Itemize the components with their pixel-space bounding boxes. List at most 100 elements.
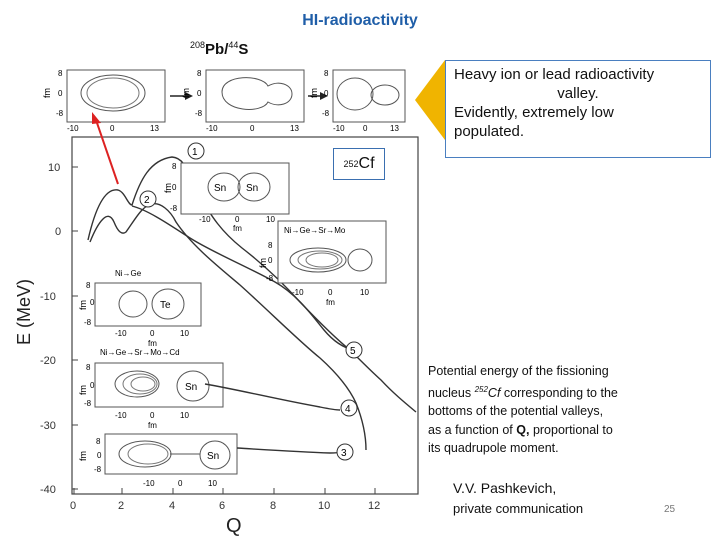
page-number: 25 xyxy=(664,504,676,515)
inset-te-x0: 0 xyxy=(150,329,155,338)
s-element: S xyxy=(238,41,249,58)
inset-ni-mo-y-8: -8 xyxy=(266,274,274,283)
caption-cf: Cf xyxy=(487,385,501,400)
curve-5 xyxy=(131,205,355,351)
curve-label-4-text: 4 xyxy=(345,404,351,415)
top-inset-2-y0: 0 xyxy=(197,89,202,98)
inset-ni-mo-x-10: -10 xyxy=(292,288,304,297)
inset-ni-mo-x0: 0 xyxy=(328,288,333,297)
inset-sn-2-x-10: -10 xyxy=(143,479,155,488)
inset-sn-sn-y-8: -8 xyxy=(170,204,178,213)
top-arrow-1 xyxy=(170,92,193,100)
x-tick-8: 8 xyxy=(270,500,276,512)
caption-line-2d: corresponding to the xyxy=(500,385,618,400)
curve-4 xyxy=(204,383,341,411)
top-inset-3-y8: 8 xyxy=(324,69,329,78)
red-arrow xyxy=(92,112,119,185)
caption-line-5: its quadrupole moment. xyxy=(428,441,559,456)
callout-line-3: Evidently, extremely low xyxy=(454,104,614,121)
callout-box: Heavy ion or lead radioactivity valley. … xyxy=(445,60,711,158)
inset-sn-1-y8: 8 xyxy=(86,363,91,372)
x-axis-label: Q xyxy=(226,515,242,537)
inset-sn-1-element: Sn xyxy=(185,382,197,393)
caption-line-4a: as a function of xyxy=(428,422,517,437)
inset-sn-1-text: Ni→Ge→Sr→Mo→Cd xyxy=(100,348,180,357)
callout-pointer-arrow xyxy=(415,60,445,140)
top-inset-3-x-10: -10 xyxy=(333,124,345,133)
inset-sn-sn-label-2: Sn xyxy=(246,183,258,194)
y-axis-label: E (MeV) xyxy=(14,279,34,345)
inset-sn-2-y8: 8 xyxy=(96,437,101,446)
curve-label-3: 3 xyxy=(336,443,354,461)
inset-sn-1-y0: 0 xyxy=(90,381,95,390)
inset-sn-2: Sn fm 8 0 -8 -10 0 10 xyxy=(78,433,238,488)
inset-sn-sn-y8: 8 xyxy=(172,162,177,171)
top-inset-3-fm: fm xyxy=(309,88,319,98)
caption-q: Q, xyxy=(516,422,530,437)
caption-line-4c: proportional to xyxy=(529,422,613,437)
curve-label-2-text: 2 xyxy=(144,195,150,206)
y-tick-10: 10 xyxy=(48,162,60,174)
top-inset-2-y-8: -8 xyxy=(195,109,203,118)
top-inset-1-x0: 0 xyxy=(110,124,115,133)
inset-sn-sn-fm: fm xyxy=(163,183,173,193)
inset-sn-2-y0: 0 xyxy=(97,451,102,460)
inset-te-text: Ni→Ge xyxy=(115,269,142,278)
y-tick-minus30: -30 xyxy=(40,420,56,432)
curve-label-5: 5 xyxy=(345,341,363,359)
top-inset-3: fm 8 0 -8 -10 0 13 xyxy=(309,69,406,133)
inset-sn-sn-x10: 10 xyxy=(266,215,275,224)
figure-caption: Potential energy of the fissioning nucle… xyxy=(428,362,698,458)
pb-s-label: 208Pb/44S xyxy=(190,40,248,58)
cf-mass: 252 xyxy=(343,159,359,169)
inset-te-xfm: fm xyxy=(148,339,157,348)
inset-sn-1-fm: fm xyxy=(78,385,88,395)
callout-line-2: valley. xyxy=(557,85,599,102)
inset-sn-sn-x0: 0 xyxy=(235,215,240,224)
pb-element: Pb/ xyxy=(205,41,229,58)
top-inset-3-x13: 13 xyxy=(390,124,399,133)
inset-sn-sn-x-10: -10 xyxy=(199,215,211,224)
top-inset-3-x0: 0 xyxy=(363,124,368,133)
axis-ticks xyxy=(72,166,376,494)
curve-label-2: 2 xyxy=(139,190,157,208)
top-inset-1-y0: 0 xyxy=(58,89,63,98)
curve-1 xyxy=(87,156,417,413)
top-inset-1: fm 8 0 -8 -10 0 13 xyxy=(42,69,166,133)
inset-sn-2-y-8: -8 xyxy=(94,465,102,474)
caption-line-3: bottoms of the potential valleys, xyxy=(428,404,604,419)
curve-label-1: 1 xyxy=(187,142,205,160)
top-inset-2-x13: 13 xyxy=(290,124,299,133)
inset-ni-mo-y0: 0 xyxy=(268,256,273,265)
inset-sn-2-x0: 0 xyxy=(178,479,183,488)
top-inset-1-x-10: -10 xyxy=(67,124,79,133)
callout-line-1: Heavy ion or lead radioactivity xyxy=(454,66,655,83)
inset-sn-1-x-10: -10 xyxy=(115,411,127,420)
x-tick-2: 2 xyxy=(118,500,124,512)
inset-ni-mo-fm: fm xyxy=(258,258,268,268)
inset-sn-1-y-8: -8 xyxy=(84,399,92,408)
inset-sn-1: Ni→Ge→Sr→Mo→Cd Sn fm 8 0 -8 -10 0 10 fm xyxy=(78,348,224,430)
y-tick-minus10: -10 xyxy=(40,291,56,303)
y-tick-minus40: -40 xyxy=(40,484,56,496)
inset-te-x10: 10 xyxy=(180,329,189,338)
pb-mass: 208 xyxy=(190,40,206,50)
top-inset-2-fm: fm xyxy=(181,88,191,98)
top-inset-2: fm 8 0 -8 -10 0 13 xyxy=(181,69,305,133)
x-tick-0: 0 xyxy=(70,500,76,512)
cf-element: Cf xyxy=(358,155,375,172)
inset-ni-mo-x10: 10 xyxy=(360,288,369,297)
top-inset-3-y-8: -8 xyxy=(322,109,330,118)
top-inset-2-y8: 8 xyxy=(197,69,202,78)
inset-te-element: Te xyxy=(160,300,171,311)
inset-sn-sn-xfm: fm xyxy=(233,224,242,233)
top-inset-1-y-8: -8 xyxy=(56,109,64,118)
s-mass: 44 xyxy=(228,40,239,50)
callout-line-4: populated. xyxy=(454,123,525,140)
top-inset-1-x13: 13 xyxy=(150,124,159,133)
curve-label-3-text: 3 xyxy=(341,448,347,459)
x-tick-6: 6 xyxy=(219,500,225,512)
caption-line-1: Potential energy of the fissioning xyxy=(428,364,609,378)
inset-sn-1-xfm: fm xyxy=(148,421,157,430)
